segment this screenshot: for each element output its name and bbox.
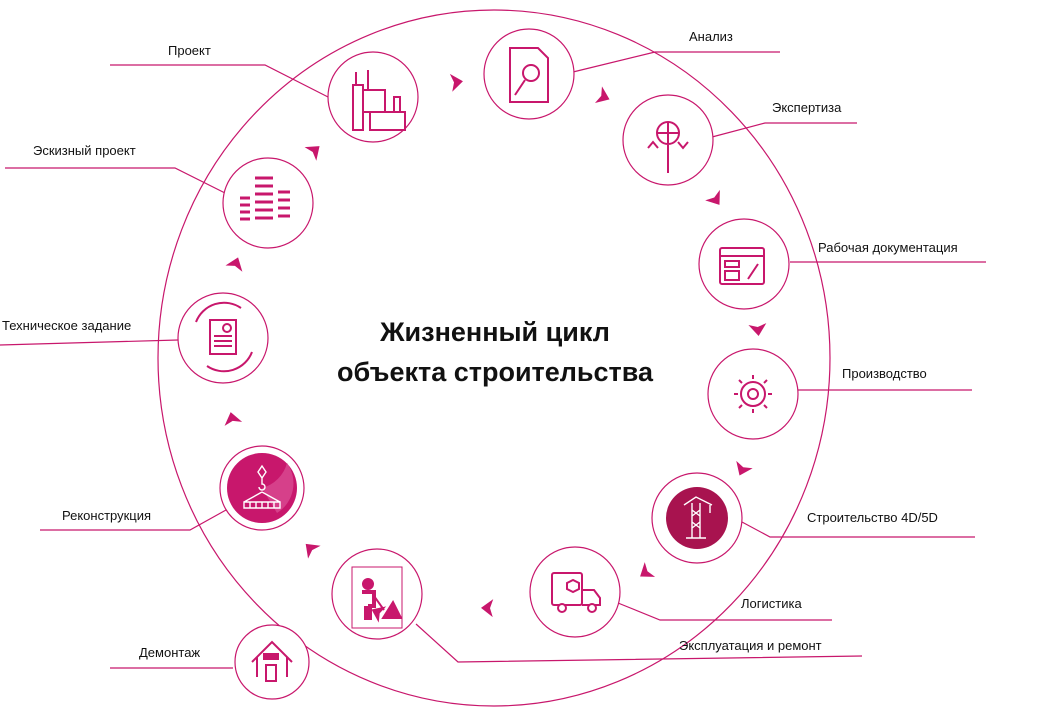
stage-label-tz: Техническое задание [2, 318, 132, 333]
flow-arrow-icon [481, 599, 494, 618]
leader-line-expertise [711, 122, 857, 138]
flow-arrow-icon [449, 73, 463, 92]
factory-icon [352, 70, 406, 131]
stage-label-project: Проект [168, 43, 211, 58]
flow-arrow-icon [305, 543, 321, 559]
title-line-2: объекта строительства [336, 357, 654, 387]
main-cycle-ring [157, 9, 831, 707]
stage-label-reconstruction: Реконструкция [62, 508, 152, 523]
leader-line-reconstruction [40, 509, 227, 531]
stage-label-workdocs: Рабочая документация [818, 240, 958, 255]
stage-label-logistics: Логистика [741, 596, 802, 611]
flow-arrows [224, 73, 767, 623]
flow-arrow-icon [371, 606, 387, 623]
stage-label-sketch: Эскизный проект [33, 143, 136, 158]
leader-line-construction [741, 521, 975, 538]
leader-line-tz [0, 339, 179, 346]
title-line-1: Жизненный цикл [380, 317, 610, 347]
leader-line-logistics [617, 602, 832, 621]
stage-label-construction: Строительство 4D/5D [807, 510, 938, 525]
leader-line-project [110, 64, 331, 99]
document-search-icon [509, 47, 549, 103]
flow-arrow-icon [225, 257, 243, 272]
leader-line-sketch [5, 167, 226, 194]
document-cycle-icon [195, 301, 253, 373]
node-production [707, 348, 799, 440]
stage-label-analysis: Анализ [689, 29, 733, 44]
house-repair-icon [251, 640, 293, 682]
browser-edit-icon [719, 247, 765, 285]
leader-line-analysis [572, 51, 780, 73]
stage-label-demolition: Демонтаж [139, 645, 201, 660]
flow-arrow-icon [640, 562, 656, 577]
flow-arrow-icon [736, 460, 753, 476]
flow-arrow-icon [224, 412, 243, 426]
flow-arrow-icon [748, 323, 767, 336]
node-tz [177, 292, 269, 384]
gear-icon [734, 375, 772, 413]
stage-label-operation: Эксплуатация и ремонт [679, 638, 822, 653]
crane-hook-icon [227, 453, 297, 523]
leader-line-operation [415, 623, 863, 663]
stage-label-expertise: Экспертиза [772, 100, 842, 115]
stage-label-production: Производство [842, 366, 927, 381]
node-demolition [234, 624, 310, 700]
diagram-title: Жизненный цикл объекта строительства [295, 312, 695, 392]
flow-arrow-icon [304, 146, 320, 161]
node-analysis [483, 28, 575, 120]
worker-shovel-icon [351, 566, 403, 629]
node-workdocs [698, 218, 790, 310]
node-project [327, 51, 419, 143]
flow-arrow-icon [594, 86, 610, 103]
skyscrapers-icon [240, 176, 290, 221]
tower-crane-icon [666, 487, 728, 549]
node-operation [331, 548, 423, 640]
magnifier-chart-icon [647, 121, 689, 173]
flow-arrow-icon [705, 189, 720, 205]
delivery-truck-icon [551, 572, 601, 613]
